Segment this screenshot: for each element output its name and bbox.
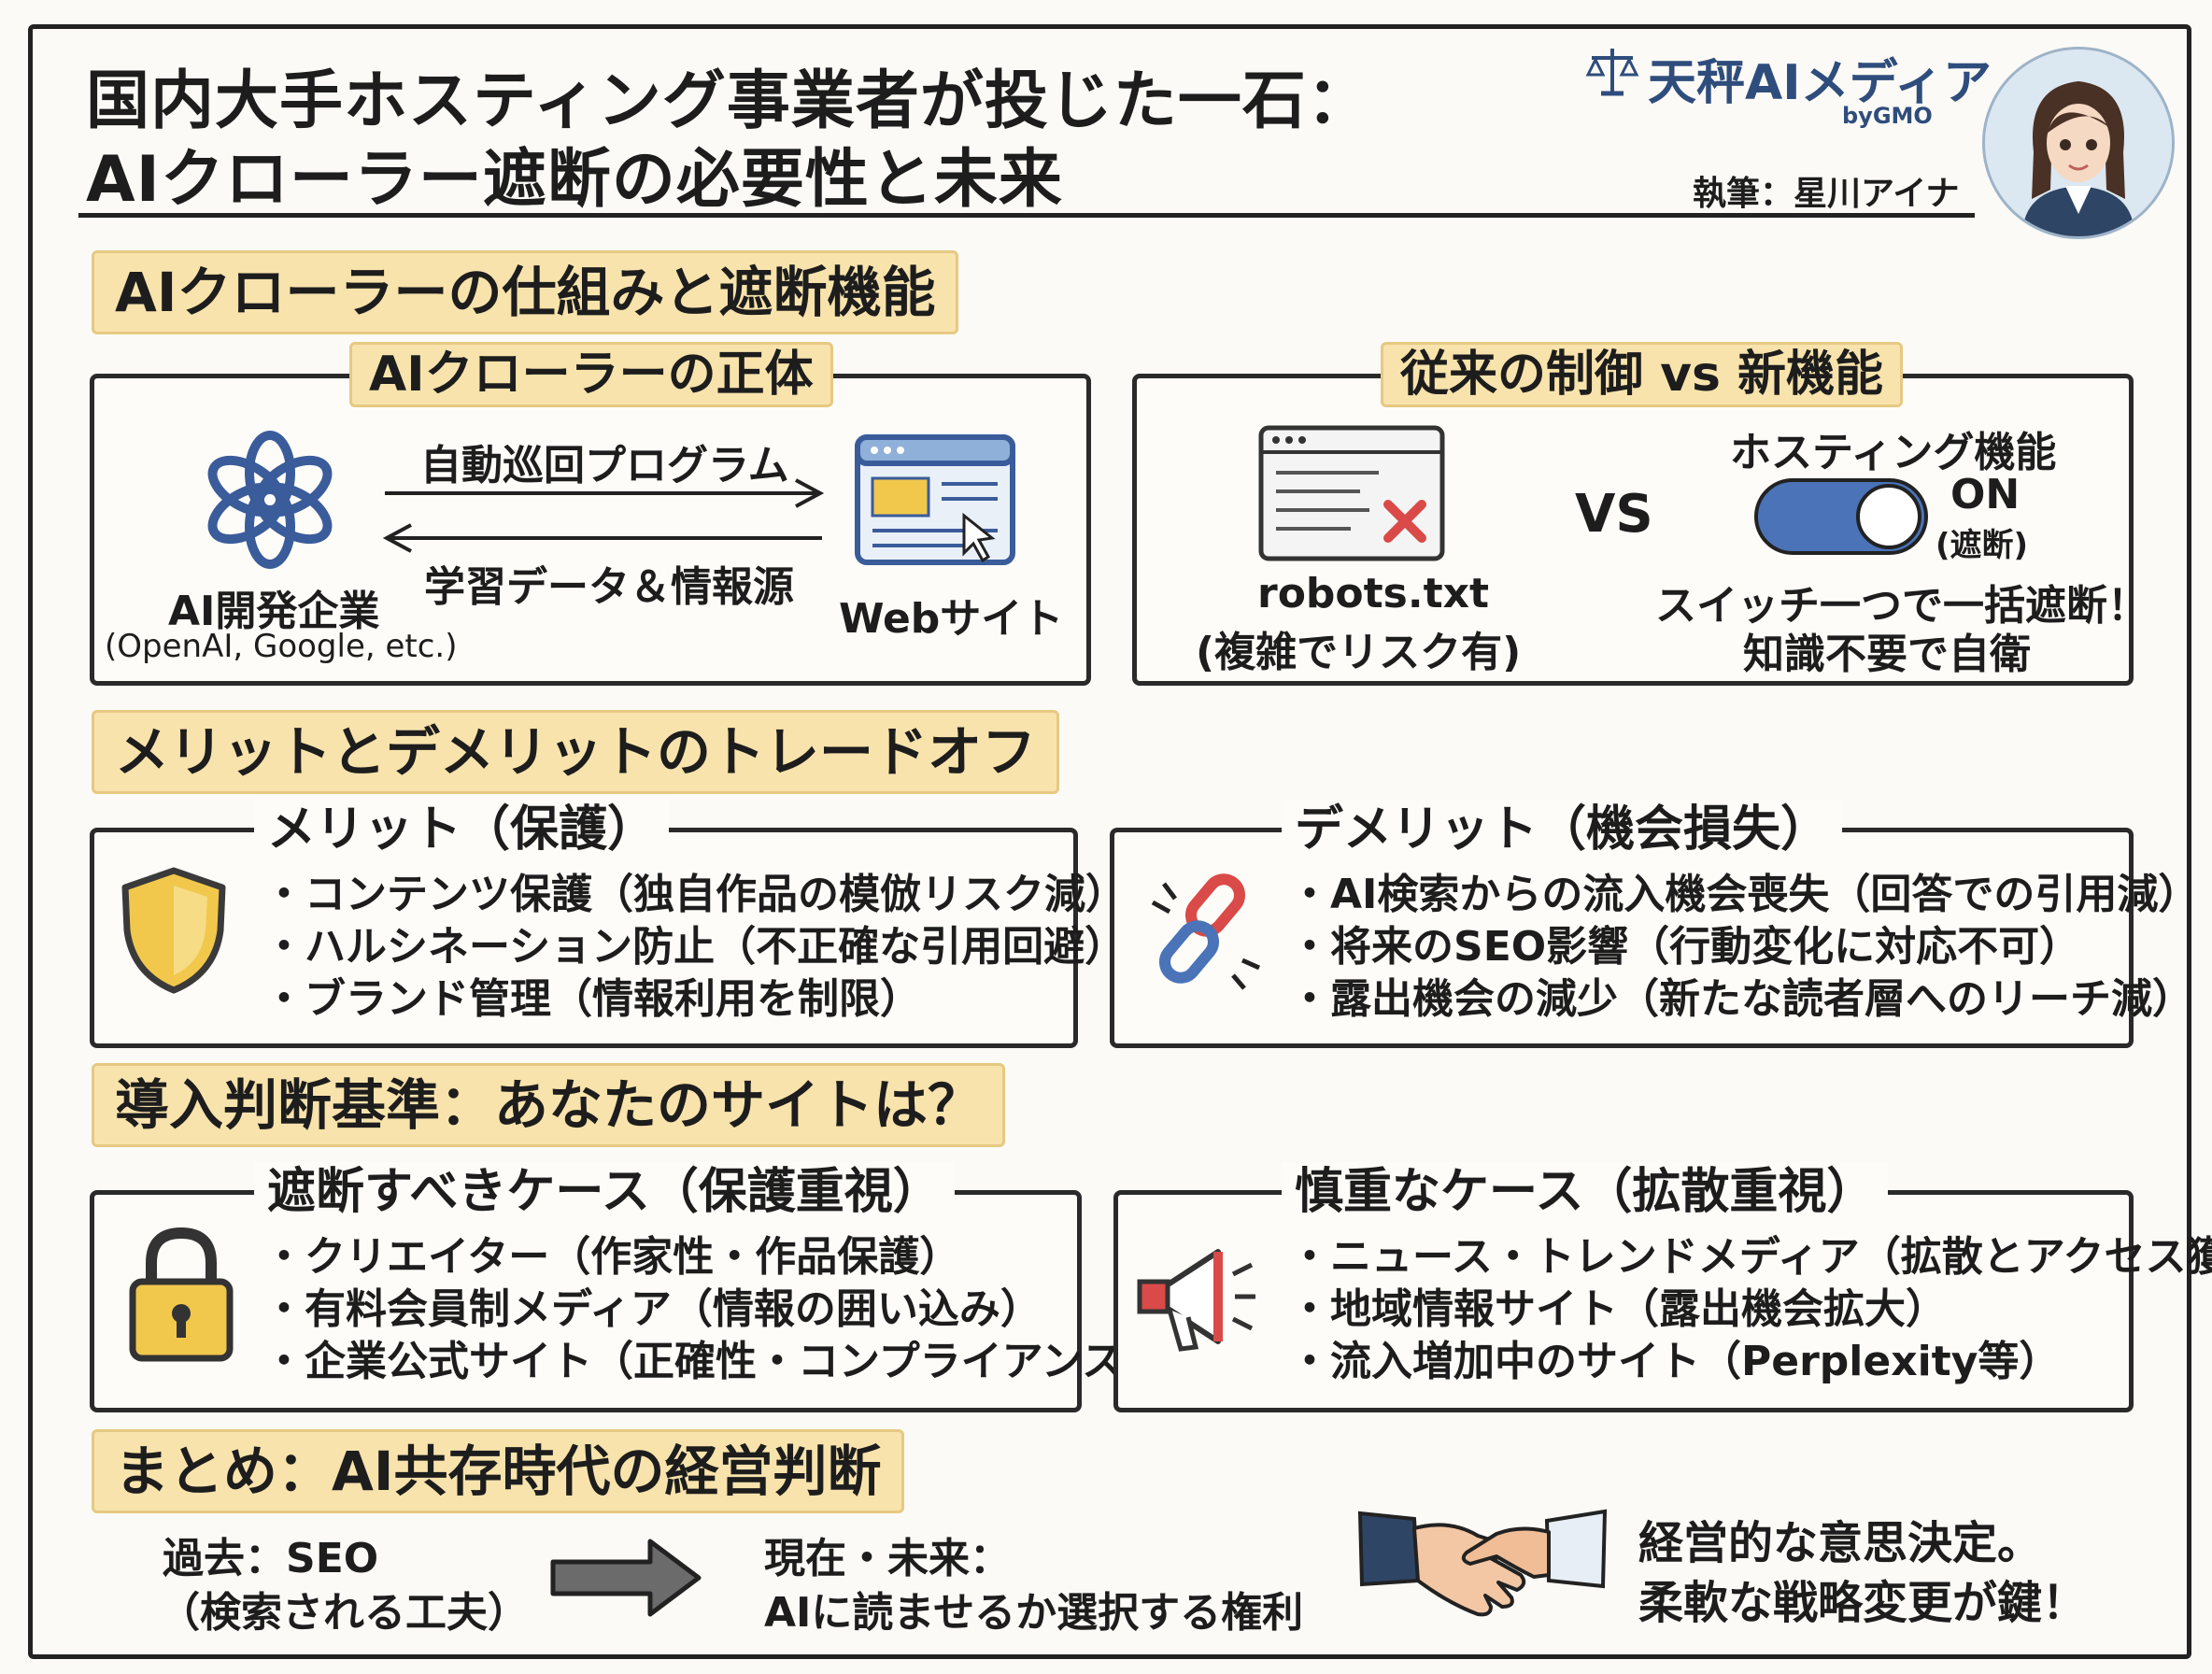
title-divider: [78, 213, 1975, 218]
hosting-feature-line2: 知識不要で自衛: [1743, 631, 2031, 678]
demerit-item-1: ・AI検索からの流入機会喪失（回答での引用減）: [1289, 871, 2200, 918]
final-line1: 経営的な意思決定。: [1638, 1517, 2043, 1569]
block-case-item-3: ・企業公式サイト（正確性・コンプライアンス）: [263, 1338, 1165, 1385]
careful-case-item-3: ・流入増加中のサイト（Perplexity等）: [1289, 1338, 2061, 1385]
merit-item-3: ・ブランド管理（情報利用を制限）: [263, 975, 921, 1023]
compare-box-label: 従来の制御 vs 新機能: [1381, 342, 1904, 407]
merit-label: メリット（保護）: [254, 800, 670, 859]
megaphone-icon: [1132, 1231, 1263, 1362]
robots-title: robots.txt: [1257, 570, 1490, 617]
section4-heading: まとめ：AI共存時代の経営判断: [92, 1429, 905, 1513]
section2-heading: メリットとデメリットのトレードオフ: [92, 710, 1060, 794]
author-avatar: [1982, 47, 2175, 239]
shield-icon: [118, 865, 230, 996]
section3-heading: 導入判断基準：あなたのサイトは？: [92, 1063, 1006, 1147]
toggle-on-label: ON: [1950, 471, 2021, 518]
page-title-line1: 国内大手ホスティング事業者が投じた一石：: [86, 64, 1371, 138]
block-case-label: 遮断すべきケース（保護重視）: [254, 1162, 955, 1222]
website-title: Webサイト: [839, 595, 1064, 643]
careful-case-label: 慎重なケース（拡散重視）: [1282, 1162, 1889, 1222]
demerit-item-2: ・将来のSEO影響（行動変化に対応不可）: [1289, 923, 2081, 971]
handshake-icon: [1356, 1491, 1609, 1631]
transition-arrow-icon: [547, 1534, 706, 1622]
merit-item-2: ・ハルシネーション防止（不正確な引用回避）: [263, 923, 1127, 971]
ai-company-title: AI開発企業: [168, 588, 380, 635]
robots-file-icon: [1257, 424, 1448, 564]
block-toggle-switch[interactable]: [1752, 476, 1930, 557]
vs-label: VS: [1575, 484, 1653, 545]
toggle-sub-label: (遮断): [1936, 527, 2029, 564]
robots-sub: (複雑でリスク有): [1196, 629, 1522, 676]
now-line2: AIに読ませるか選択する権利: [764, 1589, 1304, 1637]
lock-icon: [125, 1224, 237, 1364]
demerit-label: デメリット（機会損失）: [1282, 800, 1843, 859]
page-title-line2: AIクローラー遮断の必要性と未来: [86, 143, 1063, 217]
block-case-item-1: ・クリエイター（作家性・作品保護）: [263, 1233, 961, 1281]
scales-icon: [1584, 43, 1640, 99]
past-line1: 過去：SEO: [163, 1535, 379, 1582]
broken-link-icon: [1145, 863, 1267, 994]
now-line1: 現在・未来：: [764, 1535, 1011, 1582]
arrow-right-icon: [381, 475, 826, 512]
crawler-box-label: AIクローラーの正体: [349, 342, 833, 407]
logo-byline: byGMO: [1842, 103, 1933, 129]
ai-company-examples: (OpenAI, Google, etc.): [105, 628, 458, 665]
arrow-bottom-label: 学習データ＆情報源: [424, 563, 794, 611]
past-line2: （検索される工夫）: [159, 1589, 529, 1637]
hosting-feature-line1: スイッチ一つで一括遮断！: [1655, 582, 2148, 630]
block-case-item-2: ・有料会員制メディア（情報の囲い込み）: [263, 1285, 1042, 1333]
careful-case-item-1: ・ニュース・トレンドメディア（拡散とアクセス獲得）: [1289, 1233, 2212, 1281]
arrow-top-label: 自動巡回プログラム: [420, 442, 789, 489]
section1-heading: AIクローラーの仕組みと遮断機能: [92, 250, 959, 334]
block-case-box: [90, 1190, 1082, 1412]
arrow-left-icon: [381, 519, 826, 557]
final-line2: 柔軟な戦略変更が鍵！: [1638, 1577, 2088, 1629]
hosting-feature-title: ホスティング機能: [1730, 429, 2057, 476]
media-logo: 天秤AIメディア: [1648, 55, 1992, 111]
author-credit: 執筆：星川アイナ: [1693, 175, 1960, 213]
demerit-item-3: ・露出機会の減少（新たな読者層へのリーチ減）: [1289, 975, 2193, 1023]
ai-company-logo-icon: [200, 430, 340, 570]
careful-case-box: [1113, 1190, 2134, 1412]
browser-window-icon: [852, 432, 1020, 572]
careful-case-item-2: ・地域情報サイト（露出機会拡大）: [1289, 1285, 1947, 1333]
merit-item-1: ・コンテンツ保護（独自作品の模倣リスク減）: [263, 871, 1127, 918]
